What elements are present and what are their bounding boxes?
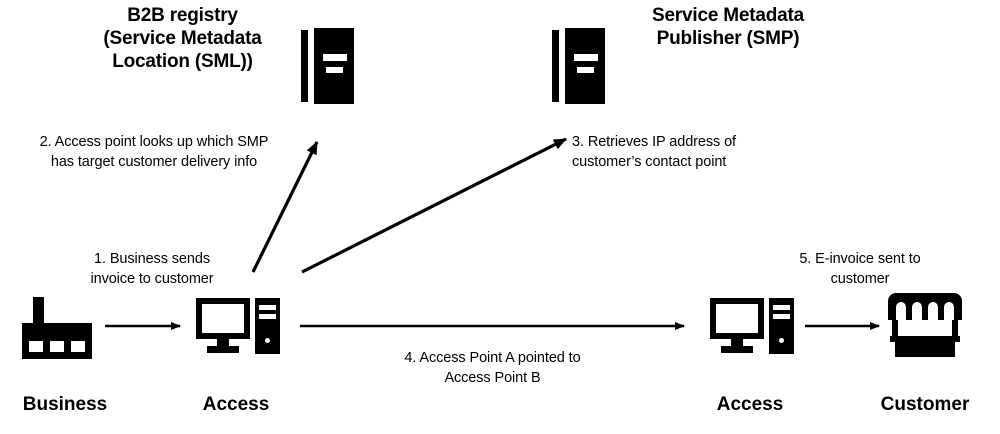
shop-base [895, 342, 955, 357]
customer-label: Customer (Accounts Payable) [842, 375, 1000, 434]
book-bar-upper [574, 54, 598, 61]
factory-window [29, 341, 43, 352]
book-spine [552, 30, 559, 102]
pc-tower-drive-slot [773, 314, 790, 319]
monitor [710, 298, 764, 339]
access-point-b-label-main: Access [716, 394, 784, 416]
step-5-text: 5. E-invoice sent to customer [799, 251, 921, 287]
arrow-step-3 [301, 137, 567, 274]
business-label-main: Business [22, 394, 108, 416]
shop-awning-stripe [928, 302, 938, 320]
book-bar-lower [326, 67, 343, 73]
shop-awning-stripe [896, 302, 906, 320]
access-point-a-computer-icon [196, 298, 281, 354]
business-label: Business (Billing System) [0, 375, 130, 434]
pc-tower-drive-slot [259, 305, 276, 310]
book-bar-upper [323, 54, 347, 61]
book-body [314, 28, 354, 104]
monitor-screen [716, 304, 758, 333]
book-body [565, 28, 605, 104]
monitor-screen [202, 304, 244, 333]
smp-title: Service Metadata Publisher (SMP) [651, 5, 805, 50]
smp-book-icon [552, 28, 605, 104]
shop-posts [892, 320, 958, 342]
book-bar-lower [577, 67, 594, 73]
factory-chimney [33, 297, 44, 327]
pc-power-button [779, 338, 784, 343]
b2b-registry-title: B2B registry (Service Metadata Location … [103, 5, 262, 73]
shop-counter-ledge [890, 336, 960, 342]
monitor-base [207, 346, 239, 353]
access-point-b-computer-icon [710, 298, 795, 354]
step-1-text: 1. Business sends invoice to customer [90, 251, 214, 287]
shop-awning-stripe [944, 302, 954, 320]
book-spine [301, 30, 308, 102]
access-point-a-label: Access Point A [176, 375, 296, 434]
customer-label-main: Customer [880, 394, 970, 416]
monitor [196, 298, 250, 339]
pc-power-button [265, 338, 270, 343]
factory-window [71, 341, 85, 352]
shop-awning-stripe [912, 302, 922, 320]
pc-tower-drive-slot [773, 305, 790, 310]
registry-book-icon [301, 28, 354, 104]
monitor-neck [731, 339, 743, 346]
step-2-text: 2. Access point looks up which SMP has t… [39, 134, 269, 170]
monitor-base [721, 346, 753, 353]
factory-window [50, 341, 64, 352]
storefront-icon [888, 293, 962, 357]
factory-icon [22, 297, 92, 359]
monitor-neck [217, 339, 229, 346]
access-point-b-label: Access Point B [690, 375, 810, 434]
step-3-text: 3. Retrieves IP address of customer’s co… [572, 134, 736, 170]
access-point-a-label-main: Access [202, 394, 270, 416]
step-4-text: 4. Access Point A pointed to Access Poin… [404, 350, 581, 386]
pc-tower-drive-slot [259, 314, 276, 319]
